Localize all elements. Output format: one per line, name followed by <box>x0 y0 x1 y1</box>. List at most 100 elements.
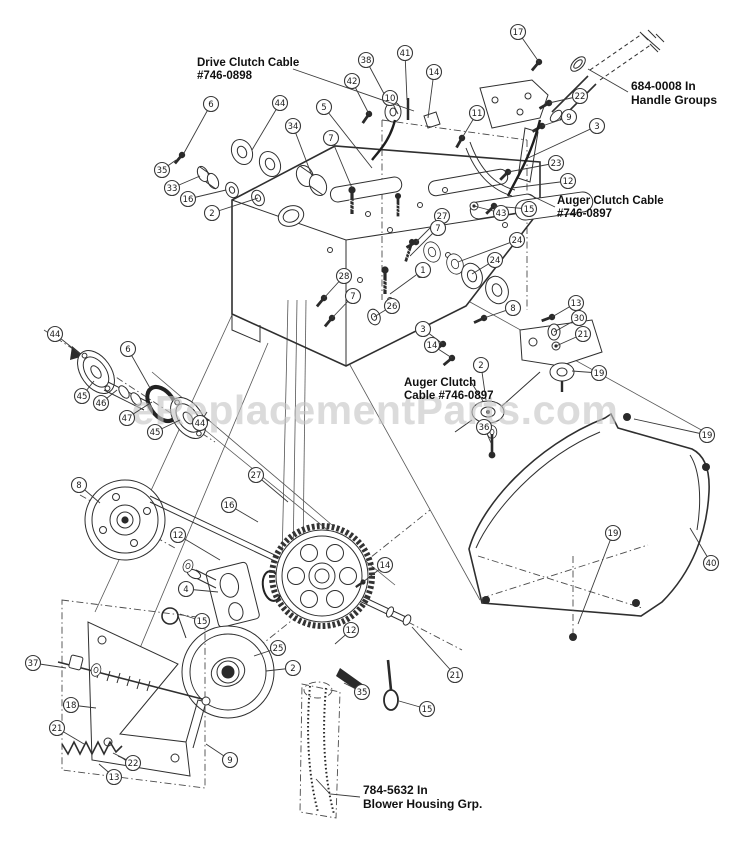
callout-15: 15 <box>418 700 436 718</box>
svg-text:3: 3 <box>420 325 425 335</box>
topleft-hardware <box>172 135 403 218</box>
svg-text:12: 12 <box>563 177 574 187</box>
svg-text:3: 3 <box>594 122 599 132</box>
auger-clutch-cable-label-right-line-1: Auger Clutch Cable <box>557 195 664 207</box>
svg-text:46: 46 <box>96 399 107 409</box>
svg-text:44: 44 <box>195 419 206 429</box>
svg-text:15: 15 <box>197 617 208 627</box>
drive-clutch-cable-label-line-2: #746-0898 <box>197 70 253 82</box>
callout-36: 36 <box>475 418 493 436</box>
svg-text:15: 15 <box>422 705 433 715</box>
svg-text:7: 7 <box>350 292 355 302</box>
svg-text:6: 6 <box>125 345 130 355</box>
handle-groups-label-line-1: 684-0008 In <box>631 79 696 93</box>
callout-33: 33 <box>163 179 181 197</box>
svg-text:15: 15 <box>524 205 535 215</box>
callout-25: 25 <box>269 639 287 657</box>
callout-43: 43 <box>492 204 510 222</box>
svg-text:44: 44 <box>50 330 61 340</box>
callout-37: 37 <box>24 654 42 672</box>
friction-disc <box>181 625 275 719</box>
callout-9: 9 <box>221 751 239 769</box>
watermark: eReplacementParts.com <box>132 387 619 433</box>
callout-23: 23 <box>547 154 565 172</box>
svg-text:28: 28 <box>339 272 350 282</box>
svg-text:37: 37 <box>28 659 39 669</box>
callout-14: 14 <box>376 556 394 574</box>
callout-12: 12 <box>559 172 577 190</box>
svg-text:18: 18 <box>66 701 77 711</box>
callout-44: 44 <box>191 414 209 432</box>
callout-34: 34 <box>284 117 302 135</box>
callout-17: 17 <box>509 23 527 41</box>
svg-text:5: 5 <box>321 103 326 113</box>
svg-text:14: 14 <box>427 341 438 351</box>
svg-text:4: 4 <box>183 585 188 595</box>
auger-clutch-cable-label-center-line-1: Auger Clutch <box>404 377 476 389</box>
svg-text:10: 10 <box>385 94 396 104</box>
callout-15: 15 <box>193 612 211 630</box>
svg-text:13: 13 <box>571 299 582 309</box>
svg-text:42: 42 <box>347 77 358 87</box>
callout-15: 15 <box>520 200 538 218</box>
chute-panel <box>468 412 710 641</box>
callout-2: 2 <box>203 204 221 222</box>
svg-text:25: 25 <box>273 644 284 654</box>
svg-text:44: 44 <box>275 99 286 109</box>
callout-10: 10 <box>381 89 399 107</box>
callout-24: 24 <box>486 251 504 269</box>
svg-text:34: 34 <box>288 122 299 132</box>
callout-19: 19 <box>698 426 716 444</box>
svg-text:7: 7 <box>435 224 440 234</box>
svg-text:35: 35 <box>357 688 368 698</box>
svg-text:16: 16 <box>224 501 235 511</box>
svg-text:9: 9 <box>227 756 232 766</box>
auger-clutch-cable-label-right-line-2: #746-0897 <box>557 208 612 220</box>
callout-35: 35 <box>353 683 371 701</box>
callout-6: 6 <box>119 340 137 358</box>
clutch-rod <box>57 654 211 706</box>
svg-text:35: 35 <box>157 166 168 176</box>
svg-text:38: 38 <box>361 56 372 66</box>
callout-22: 22 <box>571 87 589 105</box>
callout-8: 8 <box>504 299 522 317</box>
svg-text:16: 16 <box>183 195 194 205</box>
callout-28: 28 <box>335 267 353 285</box>
svg-text:19: 19 <box>608 529 619 539</box>
auger-clutch-pivot <box>454 371 541 459</box>
callout-3: 3 <box>414 320 432 338</box>
callout-14: 14 <box>423 336 441 354</box>
callout-11: 11 <box>468 104 486 122</box>
svg-text:12: 12 <box>173 531 184 541</box>
svg-text:1: 1 <box>420 266 425 276</box>
bushing-large <box>295 164 328 197</box>
construction-lines <box>79 119 706 666</box>
svg-text:24: 24 <box>512 236 523 246</box>
callout-18: 18 <box>62 696 80 714</box>
callout-27: 27 <box>247 466 265 484</box>
blower-housing-label-line-2: Blower Housing Grp. <box>363 797 482 811</box>
svg-text:24: 24 <box>490 256 501 266</box>
svg-text:26: 26 <box>387 302 398 312</box>
svg-text:27: 27 <box>251 471 262 481</box>
callout-44: 44 <box>46 325 64 343</box>
callout-14: 14 <box>425 63 443 81</box>
callout-16: 16 <box>220 496 238 514</box>
drive-clutch-cable-label: Drive Clutch Cable#746-0898 <box>197 57 415 112</box>
handle-groups-label-line-2: Handle Groups <box>631 93 717 107</box>
callout-19: 19 <box>590 364 608 382</box>
callout-24: 24 <box>508 231 526 249</box>
callout-3: 3 <box>588 117 606 135</box>
hex-shaft-stub <box>180 557 217 589</box>
svg-text:2: 2 <box>478 361 483 371</box>
ring-pin <box>383 659 399 711</box>
svg-text:9: 9 <box>566 113 571 123</box>
handle-bracket <box>453 57 554 217</box>
callout-8: 8 <box>70 476 88 494</box>
svg-text:11: 11 <box>472 109 483 119</box>
svg-text:6: 6 <box>208 100 213 110</box>
callout-7: 7 <box>322 129 340 147</box>
callout-6: 6 <box>202 95 220 113</box>
callout-35: 35 <box>153 161 171 179</box>
